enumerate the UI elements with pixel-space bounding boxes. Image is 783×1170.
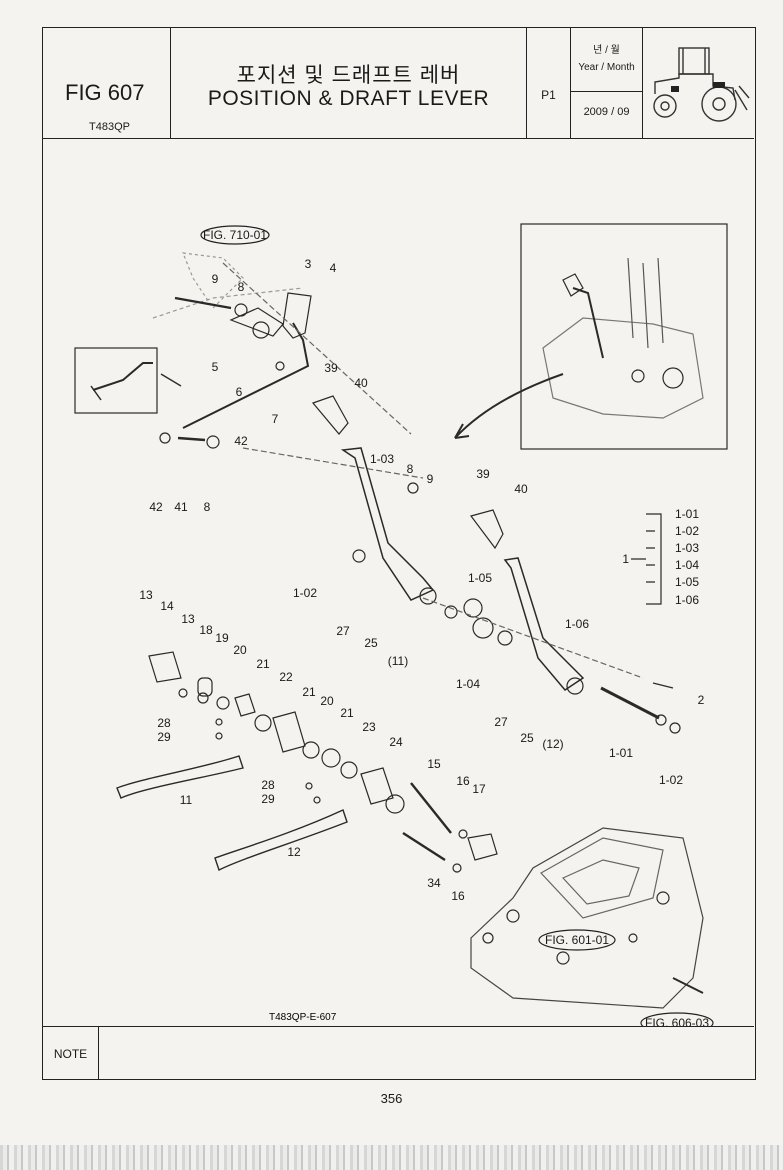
callout: 21: [302, 685, 316, 699]
callout: 28: [261, 778, 275, 792]
fig-ref-710: FIG. 710-01: [203, 228, 267, 242]
callout: 8: [407, 462, 414, 476]
callout: 21: [340, 706, 354, 720]
legend-parent: 1: [622, 552, 629, 566]
callout: 27: [336, 624, 350, 638]
callout: 1-03: [370, 452, 394, 466]
callout: 40: [354, 376, 368, 390]
title-block: FIG 607 T483QP 포지션 및 드래프트 레버 POSITION & …: [43, 28, 754, 139]
title-english: POSITION & DRAFT LEVER: [207, 87, 490, 110]
date-cell: 년 / 월 Year / Month 2009 / 09: [571, 28, 643, 138]
callout: 1-06: [565, 617, 589, 631]
fig-number: FIG 607: [65, 80, 145, 105]
legend-item: 1-03: [675, 541, 699, 555]
callout: 21: [256, 657, 270, 671]
callout: 42: [149, 500, 163, 514]
callout: 1-02: [659, 773, 683, 787]
page-code: P1: [541, 88, 556, 102]
callout: 29: [261, 792, 275, 806]
callout: 3: [305, 257, 312, 271]
callout: 4: [330, 261, 337, 275]
date-divider: [571, 91, 642, 92]
callout: 5: [212, 360, 219, 374]
callout: 15: [427, 757, 441, 771]
scan-artifact-strip: [0, 1145, 783, 1170]
callout: 20: [233, 643, 247, 657]
callout: 18: [199, 623, 213, 637]
callout: (12): [542, 737, 563, 751]
callout: 9: [212, 272, 219, 286]
callout: 27: [494, 715, 508, 729]
callout: 1-05: [468, 571, 492, 585]
callout: 2: [698, 693, 705, 707]
date-label-korean: 년 / 월: [593, 45, 620, 56]
callout: 23: [362, 720, 376, 734]
legend-item: 1-06: [675, 593, 699, 607]
legend-item: 1-02: [675, 524, 699, 538]
title-cell: 포지션 및 드래프트 레버 POSITION & DRAFT LEVER: [171, 28, 527, 138]
tractor-icon: [653, 47, 750, 122]
legend-item: 1-05: [675, 575, 699, 589]
callout: 40: [514, 482, 528, 496]
callout: 9: [427, 472, 434, 486]
page-frame: FIG 607 T483QP 포지션 및 드래프트 레버 POSITION & …: [42, 27, 756, 1080]
callout: 1-01: [609, 746, 633, 760]
callout: 20: [320, 694, 334, 708]
callout: 13: [181, 612, 195, 626]
drawing-code: T483QP-E-607: [269, 1012, 337, 1023]
callout: (11): [388, 654, 408, 668]
callout: 13: [139, 588, 153, 602]
note-row: NOTE: [43, 1026, 754, 1080]
callout: 24: [389, 735, 403, 749]
callout: 22: [279, 670, 293, 684]
fig-ref-601: FIG. 601-01: [545, 933, 609, 947]
callout: 1-02: [293, 586, 317, 600]
callout: 39: [476, 467, 490, 481]
callout: 34: [427, 876, 441, 890]
callout: 8: [204, 500, 211, 514]
callout: 25: [364, 636, 378, 650]
callout: 39: [324, 361, 338, 375]
callout: 12: [287, 845, 301, 859]
callout: 8: [238, 280, 245, 294]
callout: 14: [160, 599, 174, 613]
date-value: 2009 / 09: [583, 106, 630, 118]
callout: 6: [236, 385, 243, 399]
callout: 41: [174, 500, 188, 514]
legend-item: 1-04: [675, 558, 699, 572]
date-label-english: Year / Month: [578, 62, 635, 73]
callout: 11: [180, 793, 193, 807]
title-korean: 포지션 및 드래프트 레버: [236, 64, 461, 87]
page-cell: P1: [527, 28, 571, 138]
legend-item: 1-01: [675, 507, 699, 521]
callout: 16: [451, 889, 465, 903]
callout: 25: [520, 731, 534, 745]
callout: 29: [157, 730, 171, 744]
callout: 16: [456, 774, 470, 788]
fig-cell: FIG 607 T483QP: [43, 28, 171, 138]
callout: 7: [272, 412, 279, 426]
callout: 17: [472, 782, 486, 796]
callout: 42: [234, 434, 248, 448]
page-number: 356: [380, 1091, 403, 1106]
tractor-thumbnail: [643, 28, 754, 138]
callout: 28: [157, 716, 171, 730]
note-label: NOTE: [43, 1027, 99, 1080]
callout: 1-04: [456, 677, 480, 691]
exploded-parts-diagram: FIG. 710-01 FIG. 601-01 FIG. 606-03 T483…: [43, 138, 754, 1034]
callout: 19: [215, 631, 229, 645]
fig-ref-606: FIG. 606-03: [645, 1016, 709, 1026]
model-code: T483QP: [89, 121, 130, 133]
